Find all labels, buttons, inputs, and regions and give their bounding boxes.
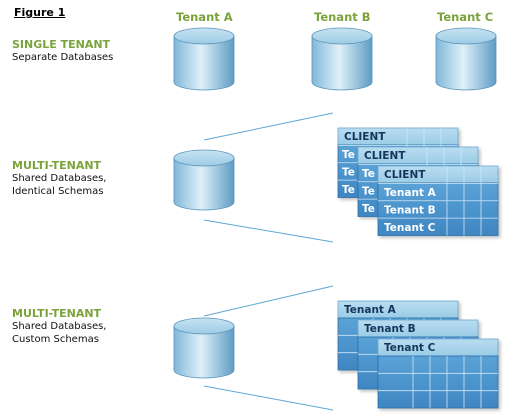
table-body xyxy=(377,182,499,236)
connector-line xyxy=(203,285,334,317)
multi-tenant-identical-subtitle: Shared Databases, Identical Schemas xyxy=(12,173,107,197)
connector-line xyxy=(203,385,334,411)
tenant-b-header: Tenant B xyxy=(314,10,371,24)
table-header-label: CLIENT xyxy=(344,131,386,143)
table-header-label: Tenant C xyxy=(384,342,436,354)
tenant-c-header: Tenant C xyxy=(437,10,494,24)
tenant-table: Tenant C xyxy=(377,338,499,409)
tenant-a-header: Tenant A xyxy=(176,10,233,24)
connector-line xyxy=(203,219,334,243)
database-cylinder-tenant-a xyxy=(173,27,235,91)
table-row-label: Te xyxy=(342,149,355,161)
multi-tenant-custom-subtitle: Shared Databases, Custom Schemas xyxy=(12,321,107,345)
connector-line xyxy=(203,112,334,141)
client-table: CLIENT Tenant A Tenant B Tenant C xyxy=(377,165,499,236)
database-cylinder-shared-identical xyxy=(173,149,235,211)
table-row-label: Tenant A xyxy=(384,187,437,199)
table-header-label: CLIENT xyxy=(364,150,406,162)
table-row-label: Te xyxy=(362,186,375,198)
database-cylinder-shared-custom xyxy=(173,317,235,379)
table-row-label: Te xyxy=(342,167,355,179)
figure-label: Figure 1 xyxy=(14,6,66,19)
table-header-label: CLIENT xyxy=(384,169,426,181)
table-body xyxy=(377,355,499,409)
table-header-label: Tenant A xyxy=(344,304,397,316)
database-cylinder-tenant-c xyxy=(435,27,497,91)
table-row-label: Te xyxy=(342,184,355,196)
single-tenant-title: SINGLE TENANT xyxy=(12,38,111,51)
multi-tenant-custom-title: MULTI-TENANT xyxy=(12,307,102,320)
custom-schema-tables: Tenant A Tenant B Tenant C xyxy=(337,300,499,409)
table-header-label: Tenant B xyxy=(364,323,416,335)
database-cylinder-tenant-b xyxy=(311,27,373,91)
multi-tenant-identical-title: MULTI-TENANT xyxy=(12,159,102,172)
table-row-label: Te xyxy=(362,168,375,180)
table-row-label: Tenant C xyxy=(384,222,436,234)
table-row-label: Te xyxy=(362,203,375,215)
single-tenant-subtitle: Separate Databases xyxy=(12,52,114,63)
table-row-label: Tenant B xyxy=(384,205,436,217)
